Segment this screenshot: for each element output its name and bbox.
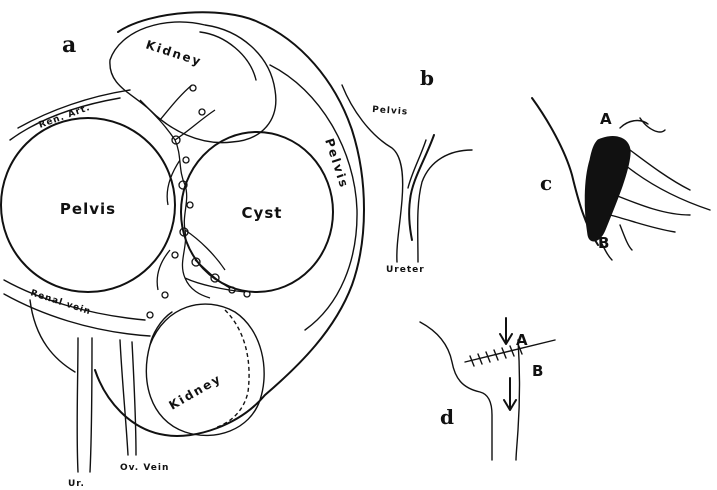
pelvis-right-label: Pelvis <box>322 137 351 191</box>
ovarian-vein-label: Ov. Vein <box>120 463 169 473</box>
kidney-bottom-lobe <box>146 304 264 435</box>
panel-d-arrow-lower-icon <box>504 378 516 410</box>
kidney-bottom-label: Kidney <box>167 371 225 412</box>
kidney-top-label: Kidney <box>144 38 204 69</box>
panel-b-label: b <box>420 66 434 90</box>
panel-c-tip <box>620 118 665 132</box>
panel-d-suture-line <box>465 340 555 362</box>
panel-d-drawing <box>420 318 555 460</box>
kidney-top-lobe-inner <box>200 32 256 80</box>
panel-d-b-label: B <box>532 362 544 380</box>
panel-b-pelvis-right <box>418 150 472 262</box>
ureter-tube <box>77 338 92 472</box>
cyst-label: Cyst <box>242 204 283 222</box>
panel-d-label: d <box>440 405 454 429</box>
panel-d-suture-ticks <box>470 344 522 366</box>
panel-c-flap <box>585 136 630 241</box>
panel-c-b-label: B <box>598 234 610 252</box>
panel-b-ureter-label: Ureter <box>386 265 425 275</box>
panel-c-drawing <box>532 98 710 260</box>
vessel-network <box>140 85 245 298</box>
panel-b-pelvis-label: Pelvis <box>372 105 409 117</box>
kidney-bottom-dashed <box>215 310 249 428</box>
pelvis-band <box>270 65 357 330</box>
kidney-outline <box>95 12 364 436</box>
ovarian-vein-tube <box>120 340 136 455</box>
kidney-top-lobe <box>110 22 276 143</box>
panel-c-label: c <box>540 171 552 195</box>
panel-d-a-label: A <box>516 331 529 349</box>
panel-c-a-label: A <box>600 110 613 128</box>
panel-b-catheter-2 <box>408 140 426 188</box>
ureter-label: Ur. <box>68 479 85 489</box>
pelvis-left-label: Pelvis <box>60 200 116 218</box>
lower-left-structure <box>30 300 75 372</box>
panel-a-label: a <box>62 32 76 58</box>
panel-d-arrow-down-icon <box>500 318 512 344</box>
